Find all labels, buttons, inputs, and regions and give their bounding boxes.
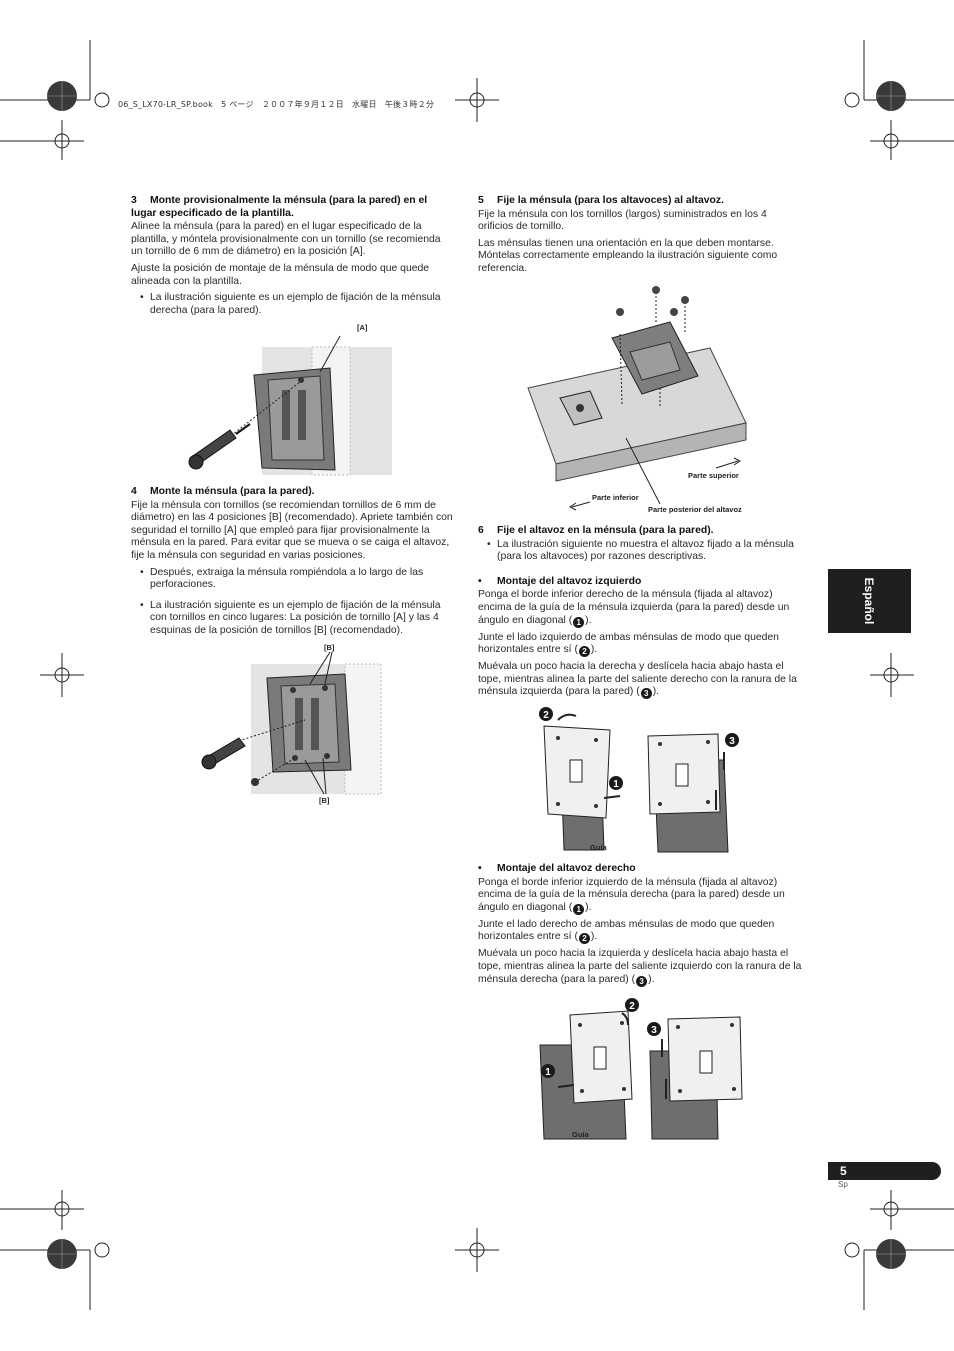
step-3-text-2: Ajuste la posición de montaje de la méns… [131,262,430,287]
step-1-icon: 1 [573,616,585,628]
svg-text:1: 1 [545,1067,551,1078]
left-speaker-heading: Montaje del altavoz izquierdo [478,576,803,589]
svg-text:1: 1 [613,779,619,790]
svg-text:2: 2 [629,1001,635,1012]
right-speaker-heading: Montaje del altavoz derecho [478,863,803,876]
svg-text:3: 3 [729,736,735,747]
step-2-icon: 2 [578,646,590,658]
book-header: 06_S_LX70-LR_SP.book 5 ページ ２００７年９月１２日 水曜… [118,100,435,109]
svg-text:Guía: Guía [572,1130,589,1139]
step-3-bullet: La ilustración siguiente es un ejemplo d… [131,292,453,317]
figure-bracket-screws-b: [B] [B] [201,643,382,805]
svg-text:Parte posterior del altavoz: Parte posterior del altavoz [648,505,742,514]
left-speaker-step-2: Junte el lado izquierdo de ambas ménsula… [478,631,779,658]
left-speaker-step-3: Muévala un poco hacia la derecha y deslí… [478,661,797,700]
svg-text:2: 2 [543,710,549,721]
figure-speaker-bracket: Parte superior Parte inferior Parte post… [527,286,747,514]
svg-text:[B]: [B] [324,643,335,652]
right-column-right-speaker: Montaje del altavoz derecho Ponga el bor… [478,863,803,991]
page-language-code: Sp [838,1180,848,1189]
step-2-icon: 2 [578,933,590,945]
figure-right-speaker-mount: 2 1 Guía 3 [539,998,743,1140]
left-speaker-step-1: Ponga el borde inferior derecho de la mé… [478,589,790,628]
right-speaker-step-3: Muévala un poco hacia la izquierda y des… [478,948,802,987]
svg-text:[B]: [B] [319,796,330,805]
svg-text:[A]: [A] [357,323,368,332]
svg-text:3: 3 [651,1025,657,1036]
figure-left-speaker-mount: 2 1 Guía 3 [539,707,739,853]
right-speaker-step-1: Ponga el borde inferior izquierdo de la … [478,876,785,915]
language-tab: Español [828,569,911,633]
svg-text:Parte inferior: Parte inferior [592,493,639,502]
step-4-text: Fije la ménsula con tornillos (se recomi… [131,499,453,561]
figure-bracket-screw-a: [A] [188,323,392,476]
step-1-icon: 1 [573,903,585,915]
svg-text:Guía: Guía [590,843,607,852]
step-4-bullet-1: Después, extraiga la ménsula rompiéndola… [131,567,453,592]
step-3-icon: 3 [640,688,652,700]
step-4-bullet-2: La ilustración siguiente es un ejemplo d… [131,600,453,638]
step-5-text-1: Fije la ménsula con los tornillos (largo… [478,208,767,233]
step-3-text-1: Alinee la ménsula (para la pared) en el … [131,221,441,258]
right-speaker-step-2: Junte el lado derecho de ambas ménsulas … [478,918,775,945]
step-6-bullet: La ilustración siguiente no muestra el a… [478,539,803,564]
step-3-icon: 3 [636,975,648,987]
step-5-text-2: Las ménsulas tienen una orientación en l… [478,237,778,274]
page-number-badge: 5 [828,1162,941,1180]
svg-text:Parte superior: Parte superior [688,471,739,480]
